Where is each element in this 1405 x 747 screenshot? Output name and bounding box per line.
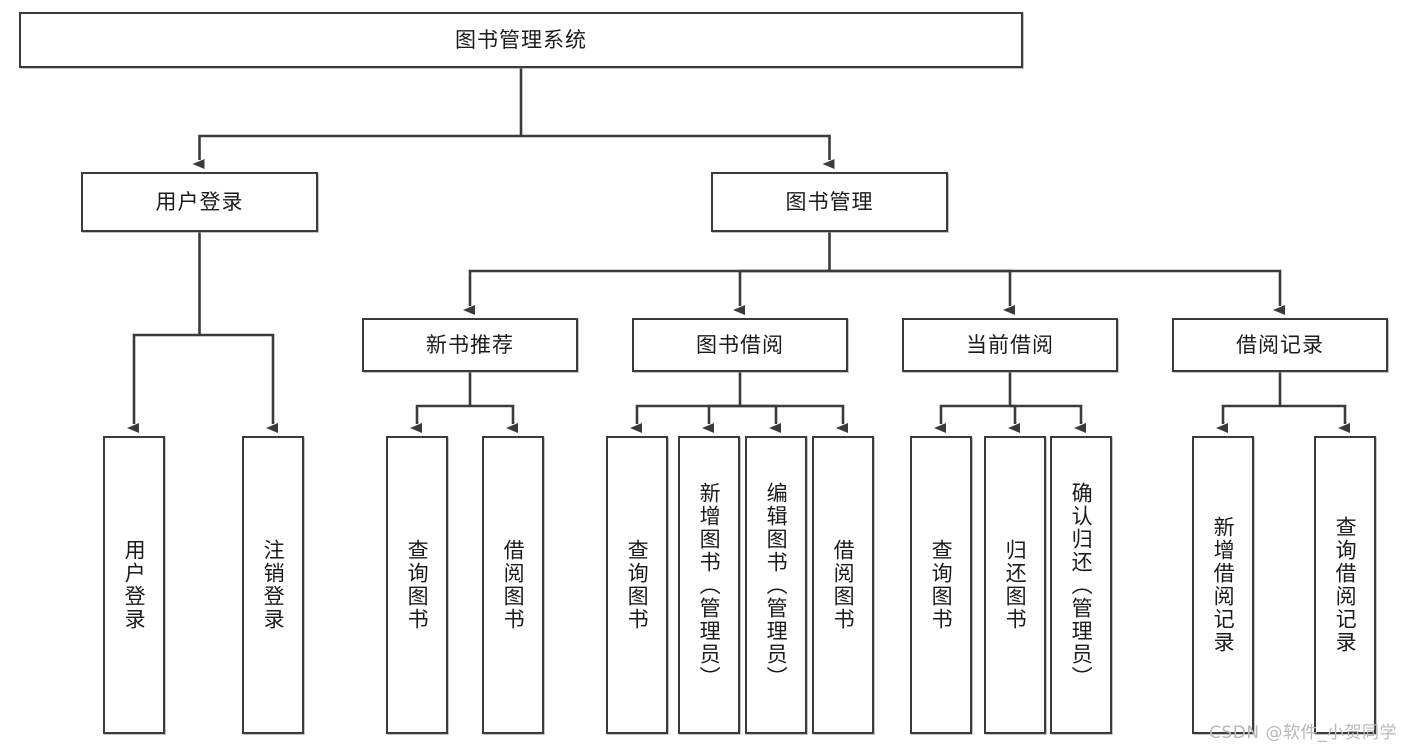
node-label: 当前借阅 <box>966 332 1054 357</box>
node-leaf-query-book-borrow[interactable]: 查询图书 <box>606 436 668 734</box>
node-label: 图书管理系统 <box>455 27 587 52</box>
node-label: 借阅图书 <box>501 539 526 631</box>
node-book-borrow[interactable]: 图书借阅 <box>632 318 848 372</box>
node-label: 用户登录 <box>155 189 244 214</box>
node-label: 查询借阅记录 <box>1333 516 1358 654</box>
node-current-borrow[interactable]: 当前借阅 <box>902 318 1118 372</box>
node-label: 图书管理 <box>785 189 874 214</box>
node-borrow-record[interactable]: 借阅记录 <box>1172 318 1388 372</box>
node-leaf-query-book-cur[interactable]: 查询图书 <box>910 436 972 734</box>
node-leaf-query-book-rec[interactable]: 查询图书 <box>386 436 448 734</box>
node-leaf-borrow-book[interactable]: 借阅图书 <box>812 436 874 734</box>
node-book-manage[interactable]: 图书管理 <box>711 172 948 232</box>
node-new-book-recommend[interactable]: 新书推荐 <box>362 318 578 372</box>
node-label: 借阅图书 <box>831 539 856 631</box>
node-leaf-logout[interactable]: 注销登录 <box>242 436 304 734</box>
node-label: 查询图书 <box>405 539 430 631</box>
node-leaf-return-book[interactable]: 归还图书 <box>984 436 1046 734</box>
node-label: 新书推荐 <box>426 332 514 357</box>
node-leaf-confirm-return-admin[interactable]: 确认归还（管理员） <box>1050 436 1112 734</box>
node-leaf-query-borrow-record[interactable]: 查询借阅记录 <box>1314 436 1376 734</box>
node-label: 用户登录 <box>122 539 147 631</box>
node-leaf-add-borrow-record[interactable]: 新增借阅记录 <box>1192 436 1254 734</box>
node-label: 图书借阅 <box>696 332 784 357</box>
node-label: 查询图书 <box>929 539 954 631</box>
node-label: 新增借阅记录 <box>1211 516 1236 654</box>
node-label: 编辑图书（管理员） <box>764 481 789 689</box>
node-label: 查询图书 <box>625 539 650 631</box>
node-label: 注销登录 <box>261 539 286 631</box>
node-root[interactable]: 图书管理系统 <box>19 12 1023 68</box>
node-leaf-add-book-admin[interactable]: 新增图书（管理员） <box>678 436 740 734</box>
node-label: 借阅记录 <box>1236 332 1324 357</box>
node-leaf-borrow-book-rec[interactable]: 借阅图书 <box>482 436 544 734</box>
node-label: 归还图书 <box>1003 539 1028 631</box>
watermark: CSDN @软件_小贺同学 <box>1209 723 1397 743</box>
node-label: 确认归还（管理员） <box>1069 481 1094 689</box>
node-leaf-user-login[interactable]: 用户登录 <box>103 436 165 734</box>
node-label: 新增图书（管理员） <box>697 481 722 689</box>
node-user-login[interactable]: 用户登录 <box>81 172 318 232</box>
node-leaf-edit-book-admin[interactable]: 编辑图书（管理员） <box>745 436 807 734</box>
